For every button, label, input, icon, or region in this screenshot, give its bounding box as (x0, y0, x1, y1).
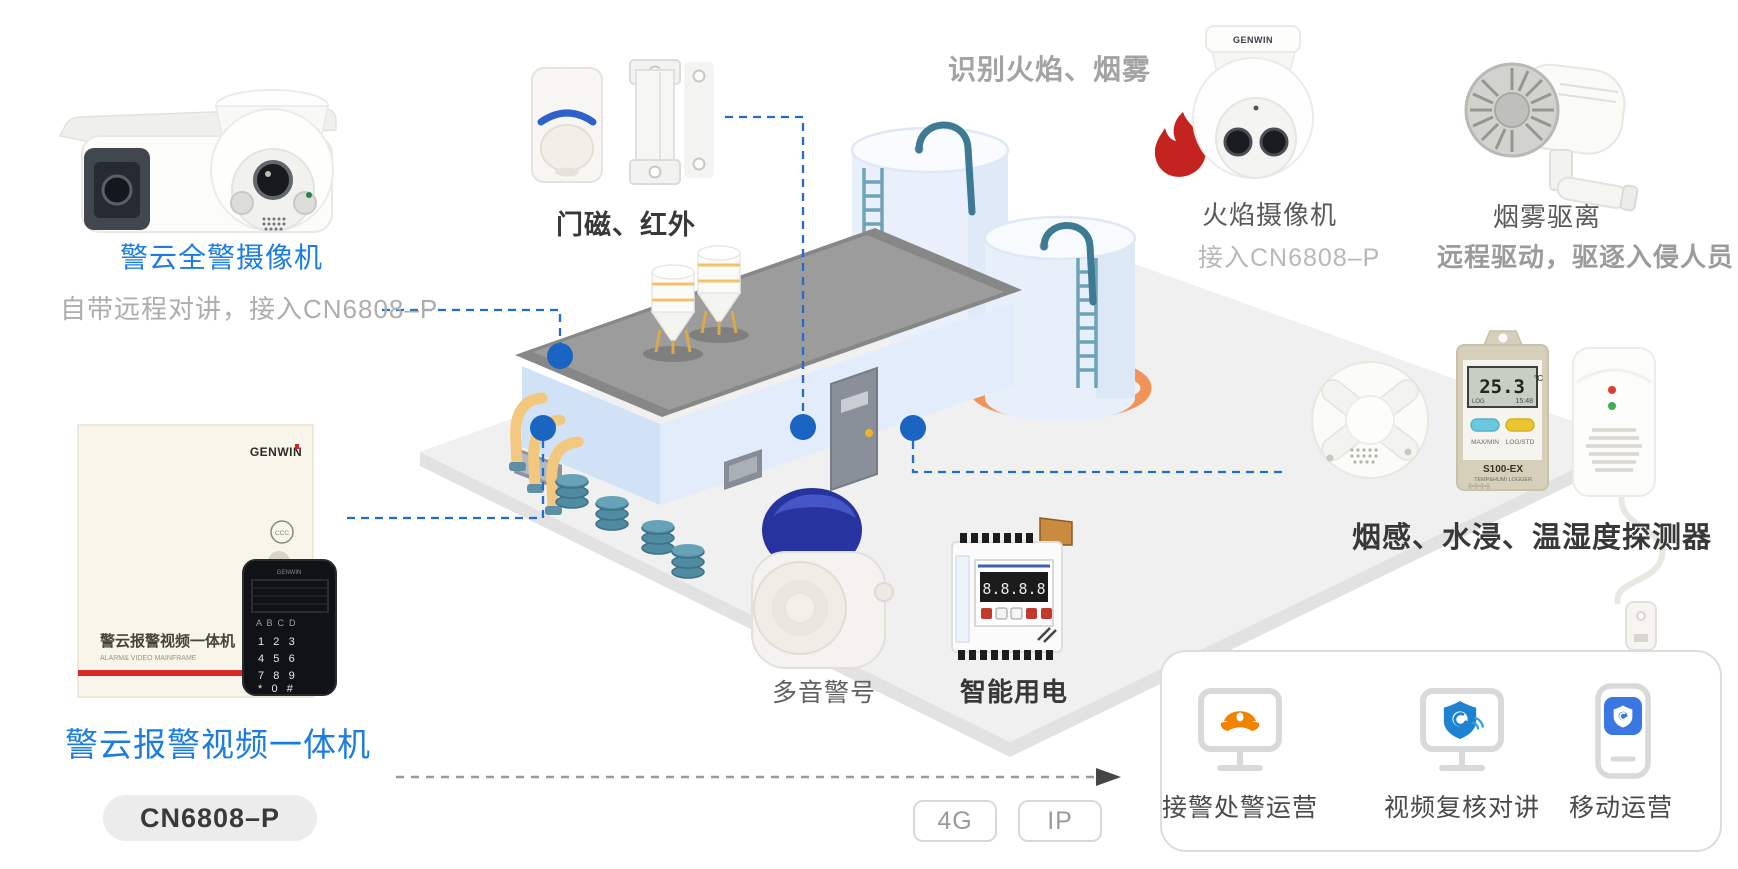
water-leak-sensor-photo (1572, 347, 1666, 651)
door-sensor-label: 门磁、红外 (556, 210, 696, 240)
model-badge: CN6808–P (103, 795, 317, 841)
connector-door-sensor (725, 115, 805, 412)
arrowhead-icon (1096, 768, 1121, 786)
smoke-detector-photo (1311, 361, 1429, 479)
building (509, 228, 1022, 579)
cert-mark: CCC (275, 530, 289, 537)
connector-sensor-group (911, 441, 1288, 474)
connector-left-camera (382, 308, 562, 344)
left-camera-subtitle: 自带远程对讲，接入CN6808–P (60, 294, 439, 324)
lcd-time: 15:48 (1515, 398, 1533, 405)
smart-power-label: 智能用电 (960, 677, 1069, 707)
police-cap-icon (1220, 711, 1260, 731)
monitor-police-icon (1198, 688, 1282, 771)
water-probe (1625, 601, 1657, 651)
keypad-row: 1 2 3 (258, 636, 295, 648)
badge-4g: 4G (913, 800, 997, 842)
brand-logo: GENWIN (277, 570, 302, 576)
full-alarm-camera-photo: GENWIN (58, 89, 337, 233)
lcd-unit: °C (1534, 374, 1543, 383)
box-subtitle: ALARM& VIDEO MAINFRAME (100, 655, 197, 662)
smoke-dispel-device-photo (1464, 62, 1639, 212)
fire-dome-camera-photo: GENWIN (1192, 25, 1314, 179)
lcd-log: LOG (1472, 399, 1485, 405)
mobile-phone-icon (1595, 683, 1651, 779)
logger-model: S100-EX (1483, 464, 1523, 475)
siren-label: 多音警号 (772, 679, 877, 707)
network-flow-arrow (396, 768, 1121, 786)
box-title: 警云报警视频一体机 (99, 632, 235, 650)
keypad-letters: A B C D (256, 618, 296, 628)
alarm-host-title: 警云报警视频一体机 (65, 726, 371, 763)
connector-alarm-host (346, 440, 545, 520)
smart-power-module-photo: 8.8.8.8 (951, 517, 1073, 660)
barrel-stacks (555, 474, 705, 579)
right-wall-vent (724, 449, 762, 490)
roof-top (533, 235, 1004, 410)
ops-item-mobile: 移动运营 (1568, 794, 1674, 822)
pir-motion-sensor-photo (531, 67, 603, 183)
building-door (830, 366, 878, 492)
multi-tone-siren-photo (751, 488, 894, 669)
roof-silo (689, 245, 749, 343)
power-display: 8.8.8.8 (982, 580, 1045, 598)
roof-silo (643, 264, 703, 362)
temp-humidity-logger-photo: 25.3 °C LOG 15:48 MAX/MIN LOG/STD S100-E… (1456, 330, 1549, 491)
blue-connectors (346, 115, 1288, 520)
ops-item-dispatch: 接警处警运营 (1161, 794, 1319, 822)
fire-camera-title: 火焰摄像机 (1202, 200, 1338, 230)
smoke-dispel-title: 烟雾驱离 (1493, 202, 1602, 232)
badge-ip: IP (1018, 800, 1102, 842)
logger-model-sub: TEMP&HUMI LOGGER (1474, 477, 1532, 483)
ops-item-video-review: 视频复核对讲 (1383, 794, 1541, 822)
speaker-grille (262, 217, 286, 231)
shield-cloud-icon (1443, 700, 1484, 739)
brand-logo: GENWIN (250, 445, 302, 459)
keypad: GENWIN A B C D 1 2 3 4 5 6 7 8 9 * 0 # (242, 559, 337, 696)
monitor-shield-icon (1420, 688, 1504, 771)
alarm-host-box-photo: GENWIN CCC 警云报警视频一体机 ALARM& VIDEO MAINFR… (77, 424, 337, 698)
building-left-wall (522, 366, 660, 505)
lcd-reading: 25.3 (1479, 376, 1525, 398)
door-magnet-contact-photo (629, 59, 714, 185)
keypad-row: 7 8 9 (258, 670, 295, 682)
left-camera-title: 警云全警摄像机 (120, 242, 324, 273)
button-label: LOG/STD (1506, 439, 1535, 446)
keypad-row: * 0 # (258, 683, 294, 695)
fire-detect-note: 识别火焰、烟雾 (948, 54, 1152, 85)
brand-logo: GENWIN (1233, 35, 1273, 45)
detector-grille (1350, 448, 1378, 464)
keypad-row: 4 5 6 (258, 653, 295, 665)
fire-camera-subtitle: 接入CN6808–P (1198, 244, 1381, 272)
sensor-group-label: 烟感、水浸、温湿度探测器 (1352, 522, 1713, 554)
button-label: MAX/MIN (1471, 439, 1499, 446)
connection-dots (530, 343, 926, 441)
pipe-collars (509, 462, 562, 515)
smoke-dispel-subtitle: 远程驱动，驱逐入侵人员 (1437, 242, 1735, 272)
